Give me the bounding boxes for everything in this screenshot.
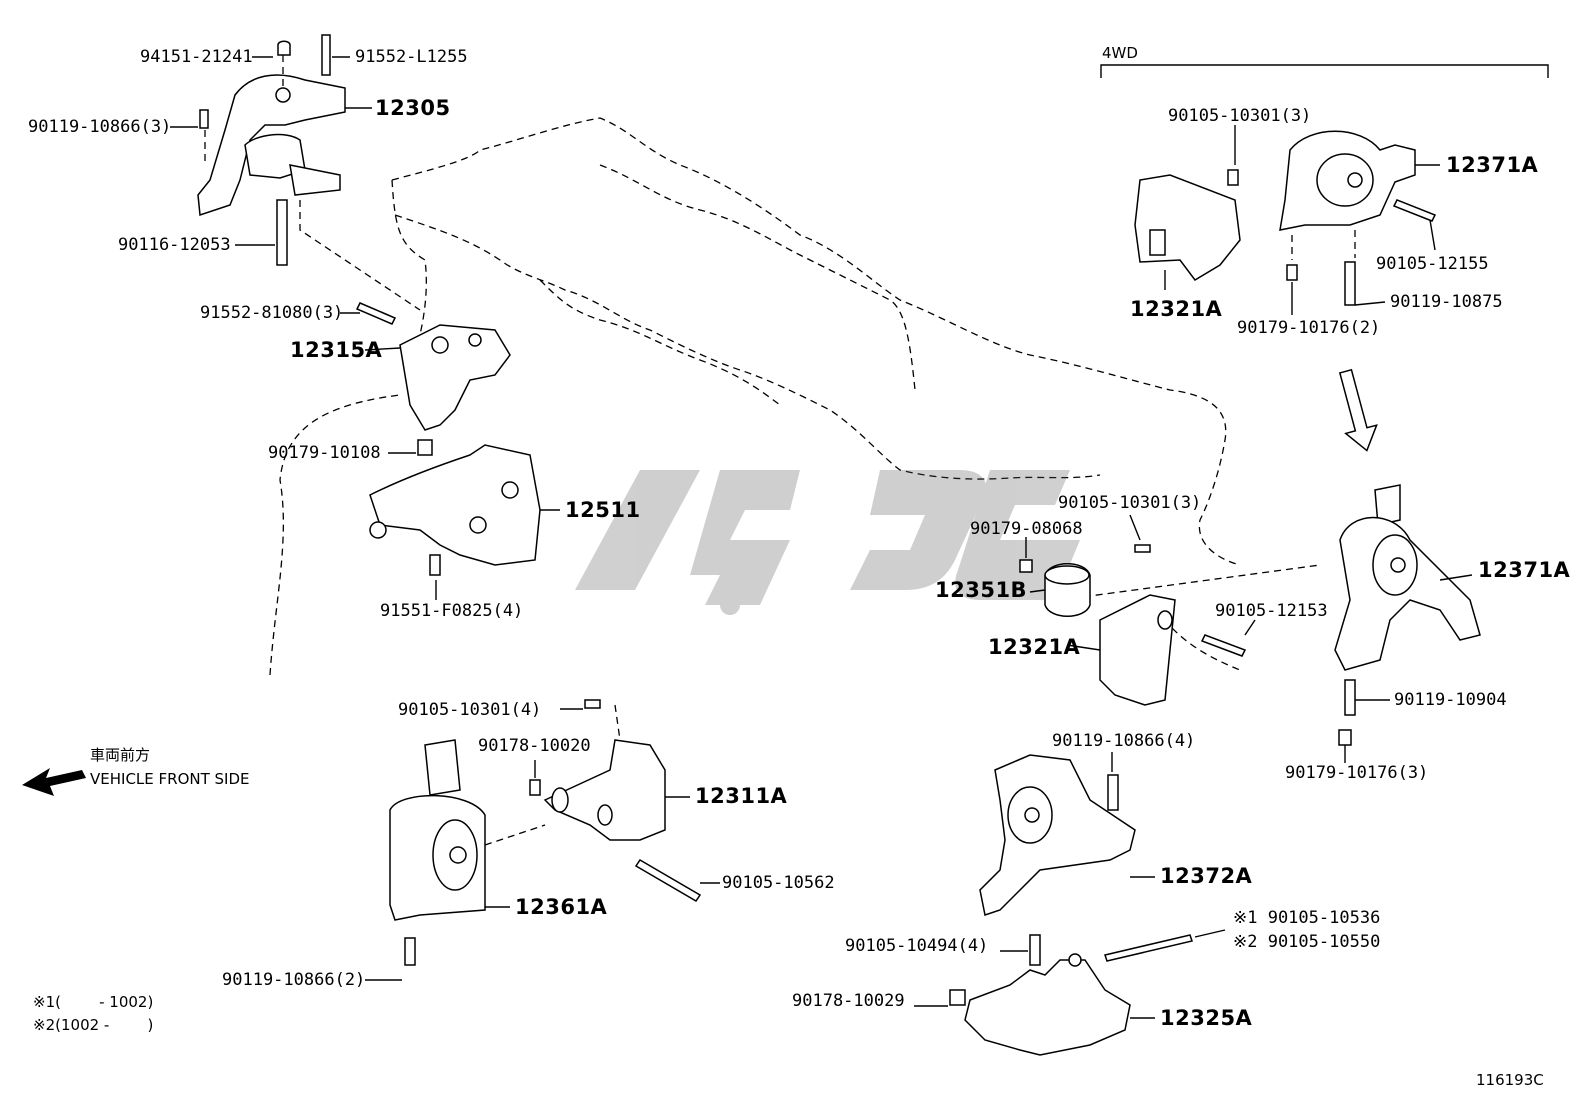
part-12315a-drawing	[355, 302, 511, 456]
part-label-12321a-mid[interactable]: 12321A	[988, 635, 1081, 659]
engine-outline	[269, 117, 1241, 676]
part-label-90179-10176-2[interactable]: 90179-10176(2)	[1237, 318, 1381, 338]
part-label-90105-10301-3-mid[interactable]: 90105-10301(3)	[1058, 493, 1202, 513]
part-label-12321a-top[interactable]: 12321A	[1130, 297, 1223, 321]
part-12321a-top-drawing	[1134, 169, 1241, 281]
part-label-90116-12053[interactable]: 90116-12053	[118, 235, 231, 255]
part-label-90105-10301-3-top[interactable]: 90105-10301(3)	[1168, 106, 1312, 126]
arrow-down-icon	[1338, 368, 1378, 452]
note-2-text: (1002 - )	[55, 1016, 154, 1034]
part-label-12371a-mid[interactable]: 12371A	[1478, 558, 1571, 582]
direction-label-english: VEHICLE FRONT SIDE	[90, 770, 250, 788]
part-label-90119-10866-2[interactable]: 90119-10866(2)	[222, 970, 366, 990]
part-12371a-mid-drawing	[1059, 484, 1481, 746]
part-label-90179-10176-3[interactable]: 90179-10176(3)	[1285, 763, 1429, 783]
section-label-4wd: 4WD	[1102, 44, 1138, 62]
part-label-12361a[interactable]: 12361A	[515, 895, 608, 919]
part-label-90105-10550[interactable]: ※2 90105-10550	[1233, 932, 1381, 952]
part-label-90105-10562[interactable]: 90105-10562	[722, 873, 835, 893]
part-12511-drawing	[369, 444, 541, 576]
part-label-90119-10904[interactable]: 90119-10904	[1394, 690, 1507, 710]
part-label-12371a-top[interactable]: 12371A	[1446, 153, 1539, 177]
part-label-12311a[interactable]: 12311A	[695, 784, 788, 808]
part-12321a-mid-drawing	[1099, 544, 1247, 706]
part-12351b-drawing	[1019, 559, 1091, 617]
part-label-90179-10108[interactable]: 90179-10108	[268, 443, 381, 463]
part-label-90178-10020[interactable]: 90178-10020	[478, 736, 591, 756]
part-label-12511[interactable]: 12511	[565, 498, 641, 522]
part-label-91552-l1255[interactable]: 91552-L1255	[355, 47, 468, 67]
part-label-90119-10866-4[interactable]: 90119-10866(4)	[1052, 731, 1196, 751]
note-2: ※2(1002 - )	[33, 1018, 153, 1033]
part-label-90179-08068[interactable]: 90179-08068	[970, 519, 1083, 539]
part-label-91551-f0825-4[interactable]: 91551-F0825(4)	[380, 601, 524, 621]
part-label-90105-12153[interactable]: 90105-12153	[1215, 601, 1328, 621]
part-label-90105-10494-4[interactable]: 90105-10494(4)	[845, 936, 989, 956]
part-label-91552-81080-3[interactable]: 91552-81080(3)	[200, 303, 344, 323]
part-12311a-drawing	[484, 699, 702, 903]
part-12305-drawing	[197, 34, 421, 311]
part-label-12315a[interactable]: 12315A	[290, 338, 383, 362]
part-label-12351b[interactable]: 12351B	[935, 578, 1028, 602]
part-12371a-top-drawing	[1279, 130, 1437, 306]
note-1-mark: ※1	[33, 993, 56, 1011]
part-label-94151-21241[interactable]: 94151-21241	[140, 47, 253, 67]
part-label-90105-10536[interactable]: ※1 90105-10536	[1233, 908, 1381, 928]
part-label-12305[interactable]: 12305	[375, 96, 451, 120]
part-label-90105-12155[interactable]: 90105-12155	[1376, 254, 1489, 274]
part-label-90105-10301-4[interactable]: 90105-10301(4)	[398, 700, 542, 720]
diagram-id: 116193C	[1476, 1071, 1544, 1089]
part-label-90178-10029[interactable]: 90178-10029	[792, 991, 905, 1011]
part-12325a-drawing	[949, 934, 1193, 1056]
leader-lines	[170, 56, 1473, 1019]
part-label-90119-10866-3[interactable]: 90119-10866(3)	[28, 117, 172, 137]
watermark-logo	[575, 470, 1080, 615]
part-label-12325a[interactable]: 12325A	[1160, 1006, 1253, 1030]
vehicle-front-arrow-icon	[22, 768, 86, 796]
note-1: ※1( - 1002)	[33, 995, 153, 1010]
part-12372a-drawing	[979, 754, 1136, 966]
direction-label-japanese: 車両前方	[90, 746, 151, 764]
4wd-section-bracket	[1100, 64, 1549, 78]
note-1-text: ( - 1002)	[55, 993, 154, 1011]
part-label-12372a[interactable]: 12372A	[1160, 864, 1253, 888]
part-12361a-drawing	[389, 739, 486, 966]
note-2-mark: ※2	[33, 1016, 56, 1034]
part-label-90119-10875[interactable]: 90119-10875	[1390, 292, 1503, 312]
